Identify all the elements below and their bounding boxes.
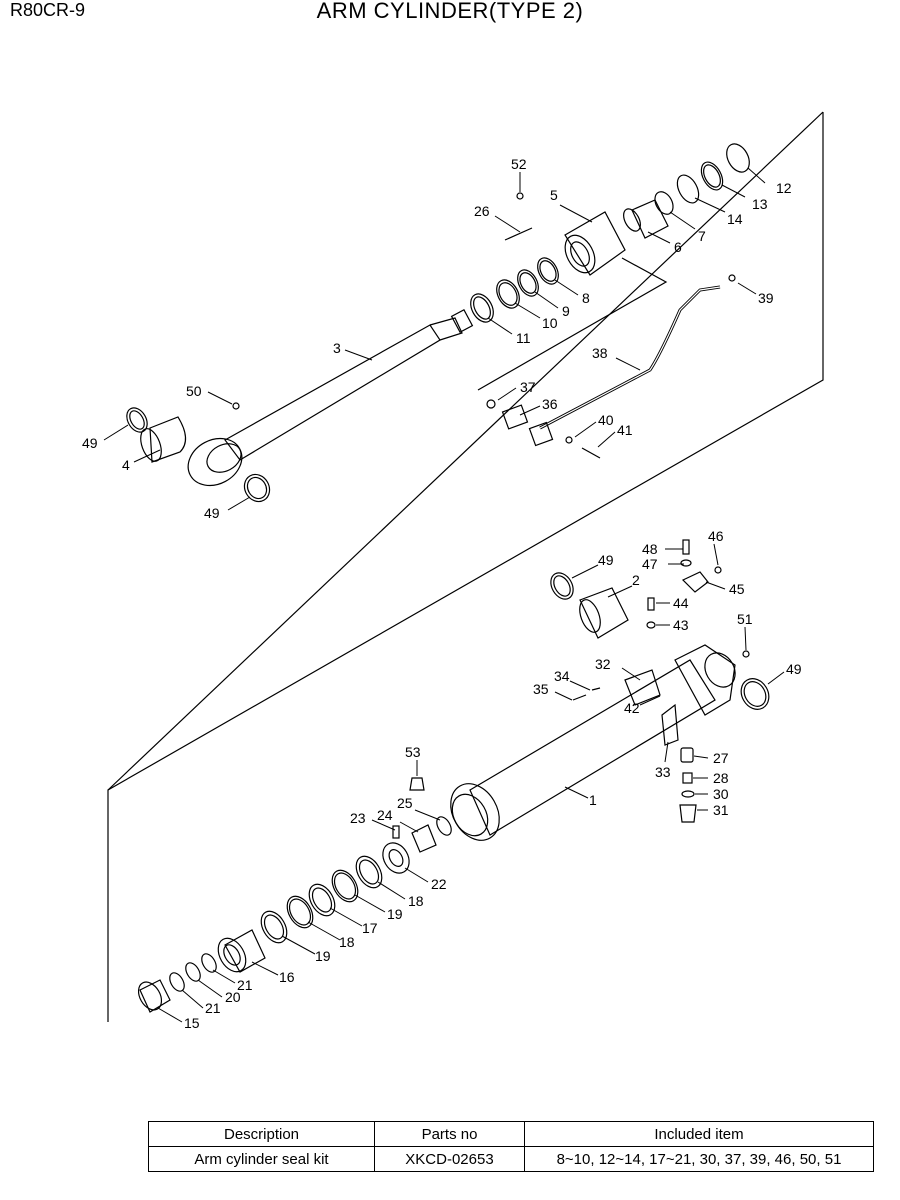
label-part-9: 9 [562,303,570,319]
label-part-1: 1 [589,792,597,808]
label-part-35: 35 [533,681,549,697]
label-part-50: 50 [186,383,202,399]
assembly-frame [107,111,824,1022]
column-header-included-item: Included item [524,1121,874,1147]
label-part-25: 25 [397,795,413,811]
label-part-13: 13 [752,196,768,212]
label-part-4: 4 [122,457,130,473]
label-part-28: 28 [713,770,729,786]
label-part-15: 15 [184,1015,200,1031]
label-part-49-rod-left: 49 [82,435,98,451]
label-part-45: 45 [729,581,745,597]
column-header-parts-no: Parts no [374,1121,525,1147]
label-part-3: 3 [333,340,341,356]
label-part-40: 40 [598,412,614,428]
label-part-22: 22 [431,876,447,892]
label-part-20: 20 [225,989,241,1005]
label-part-53: 53 [405,744,421,760]
label-part-39: 39 [758,290,774,306]
label-part-21-upper: 21 [237,977,253,993]
label-part-18-upper: 18 [408,893,424,909]
label-part-30: 30 [713,786,729,802]
label-part-32: 32 [595,656,611,672]
label-part-18-lower: 18 [339,934,355,950]
label-part-47: 47 [642,556,658,572]
label-part-38: 38 [592,345,608,361]
cell-description: Arm cylinder seal kit [148,1146,375,1172]
label-part-31: 31 [713,802,729,818]
label-part-10: 10 [542,315,558,331]
label-part-41: 41 [617,422,633,438]
label-part-19-upper: 19 [387,906,403,922]
label-part-24: 24 [377,807,393,823]
label-part-5: 5 [550,187,558,203]
label-part-12: 12 [776,180,792,196]
leader-lines [103,167,785,1023]
seal-kit-table: Description Parts no Included item Arm c… [148,1121,874,1172]
label-part-33: 33 [655,764,671,780]
label-part-46: 46 [708,528,724,544]
label-part-42: 42 [624,700,640,716]
label-part-27: 27 [713,750,729,766]
cell-included-item: 8~10, 12~14, 17~21, 30, 37, 39, 46, 50, … [524,1146,874,1172]
table-header-row: Description Parts no Included item [148,1121,874,1147]
label-part-34: 34 [554,668,570,684]
table-row: Arm cylinder seal kit XKCD-02653 8~10, 1… [148,1146,874,1172]
label-part-2: 2 [632,572,640,588]
label-part-17: 17 [362,920,378,936]
label-part-51: 51 [737,611,753,627]
label-part-23: 23 [350,810,366,826]
label-part-26: 26 [474,203,490,219]
label-part-49-tube-top: 49 [598,552,614,568]
label-part-16: 16 [279,969,295,985]
part-number-labels: 52 5 26 12 13 14 7 6 8 9 10 11 39 3 38 3… [82,156,802,1031]
label-part-48: 48 [642,541,658,557]
label-part-21-lower: 21 [205,1000,221,1016]
diagram-title: ARM CYLINDER(TYPE 2) [316,0,584,23]
rod-assembly [126,143,750,503]
label-part-19-lower: 19 [315,948,331,964]
label-part-49-tube-right: 49 [786,661,802,677]
label-part-43: 43 [673,617,689,633]
model-number: R80CR-9 [10,0,86,20]
label-part-11: 11 [516,330,531,346]
label-part-36: 36 [542,396,558,412]
label-part-52: 52 [511,156,527,172]
tube-assembly [137,539,770,1013]
label-part-6: 6 [674,239,682,255]
label-part-14: 14 [727,211,743,227]
label-part-7: 7 [698,228,706,244]
label-part-8: 8 [582,290,590,306]
exploded-parts-diagram: 52 5 26 12 13 14 7 6 8 9 10 11 39 3 38 3… [82,111,824,1031]
label-part-44: 44 [673,595,689,611]
column-header-description: Description [148,1121,375,1147]
cell-parts-no: XKCD-02653 [374,1146,525,1172]
label-part-37: 37 [520,379,536,395]
label-part-49-rod-bottom: 49 [204,505,220,521]
